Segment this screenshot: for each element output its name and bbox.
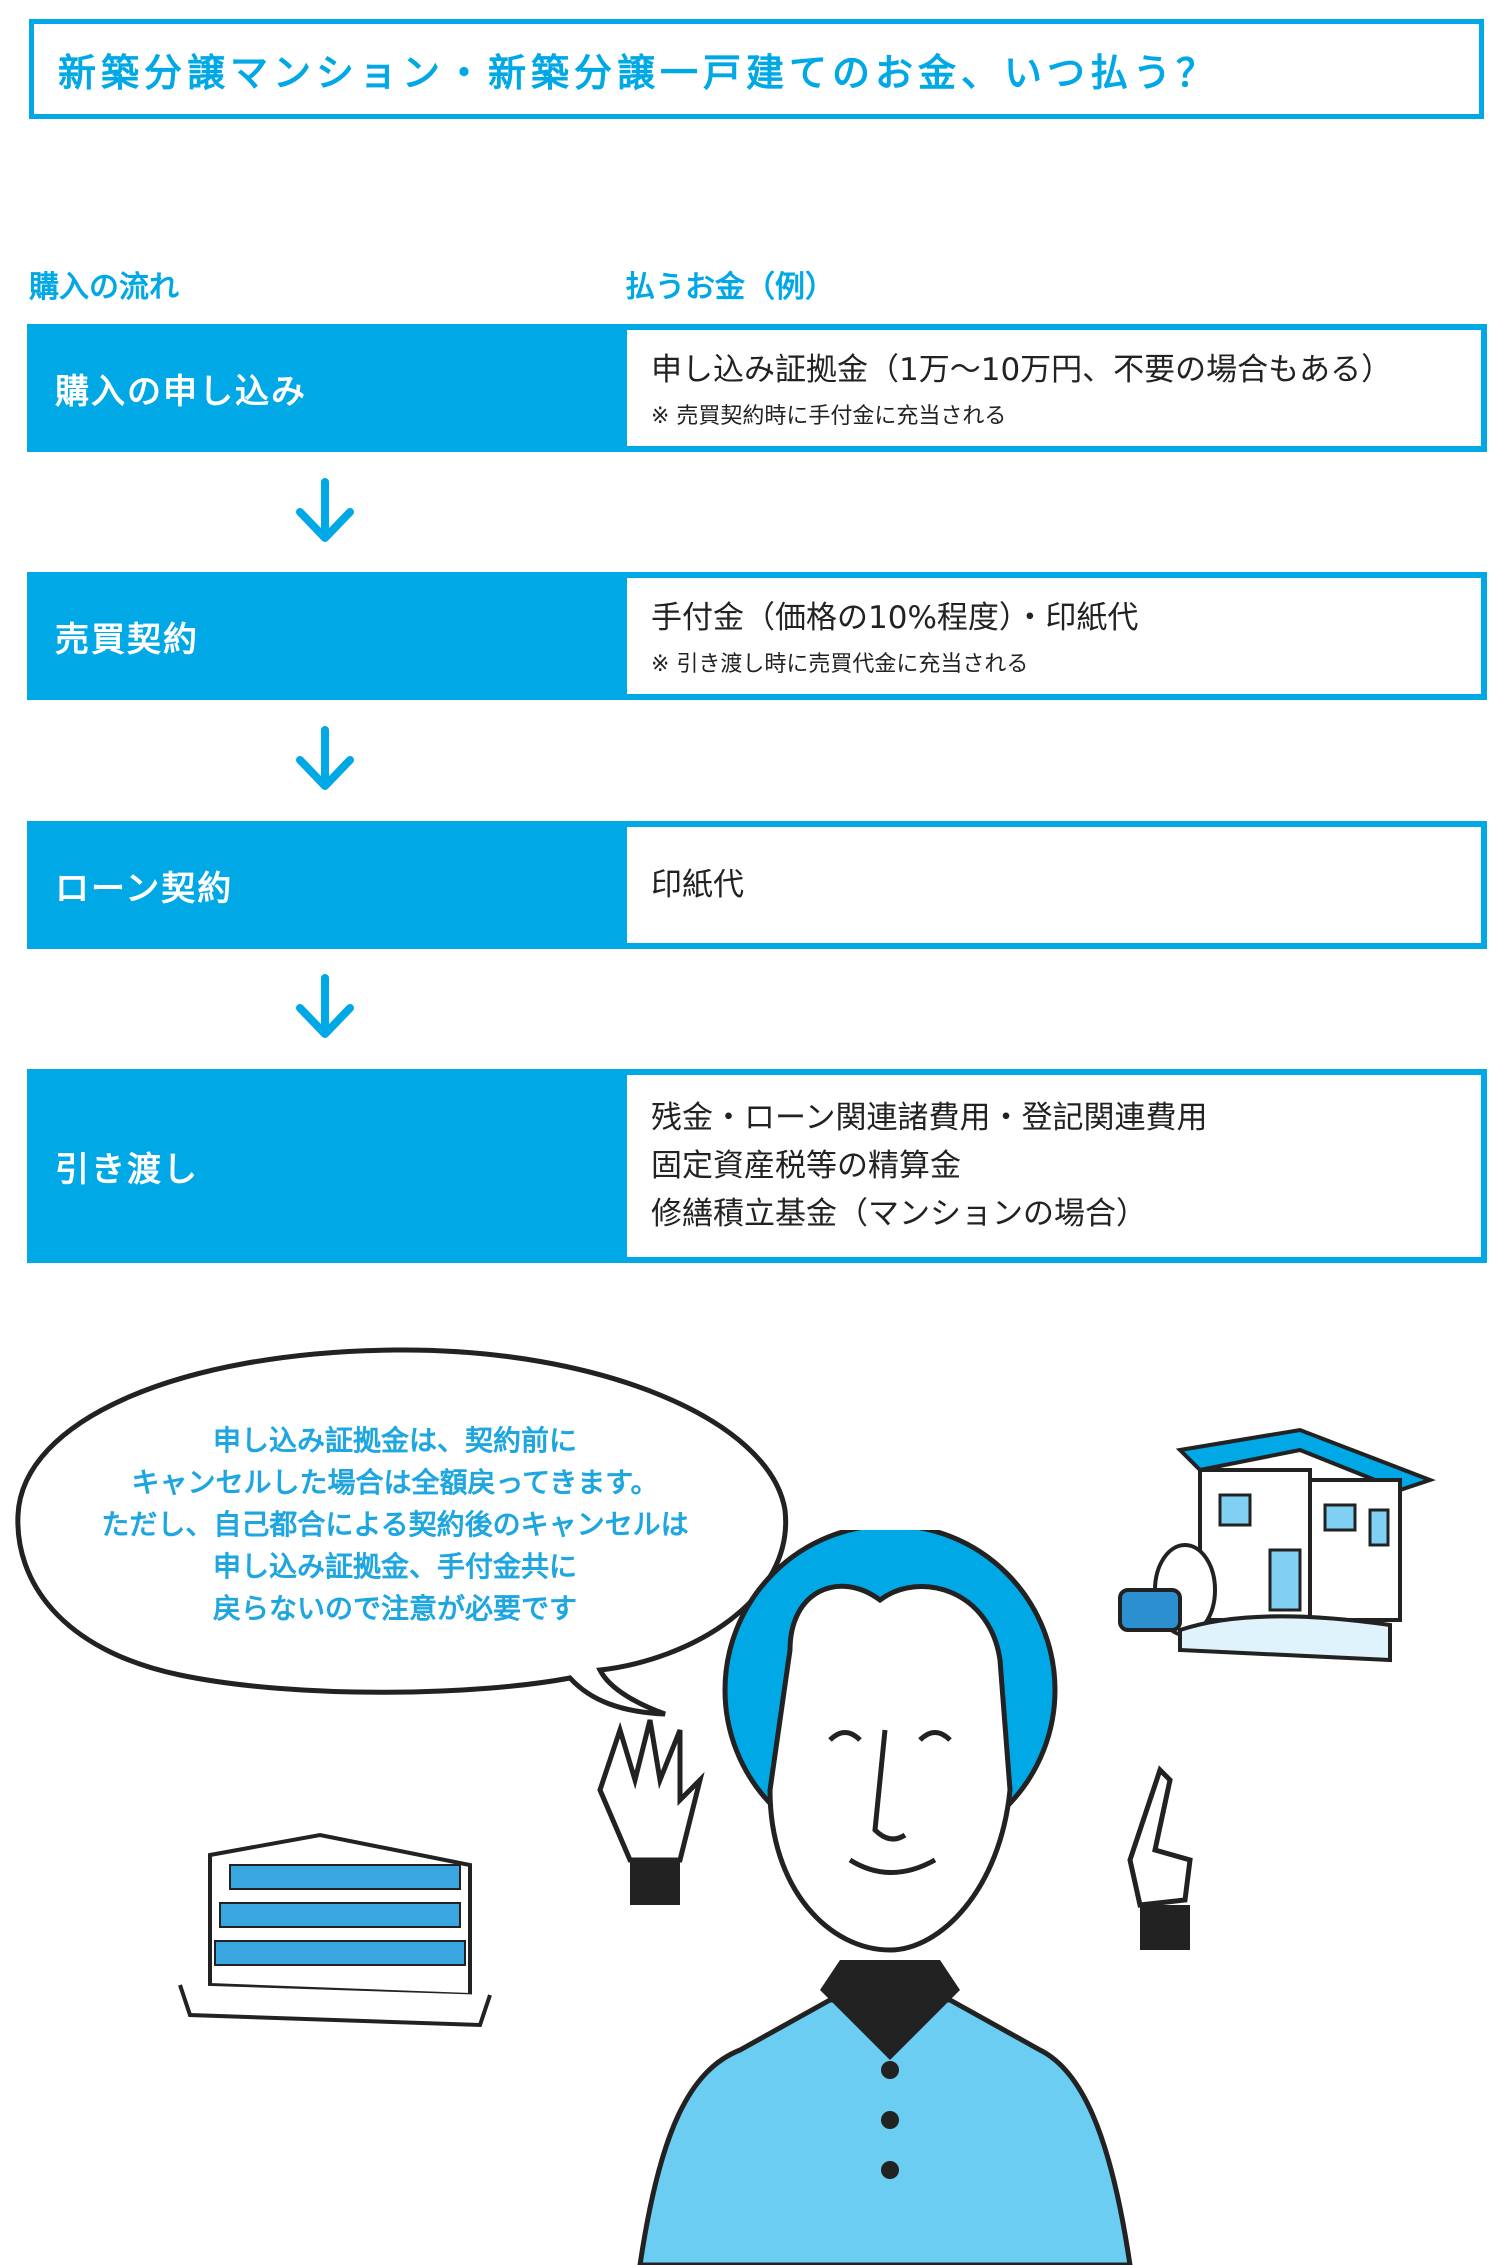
house-illustration bbox=[1118, 1427, 1436, 1663]
step-payment: 残金・ローン関連諸費用・登記関連費用 固定資産税等の精算金 修繕積立基金（マンシ… bbox=[627, 1075, 1481, 1257]
flow-header: 購入の流れ bbox=[29, 270, 179, 305]
payment-line: 手付金（価格の10%程度）・印紙代 bbox=[651, 600, 1139, 636]
step-label: 購入の申し込み bbox=[55, 371, 307, 412]
page-title: 新築分譲マンション・新築分譲一戸建てのお金、いつ払う？ bbox=[58, 50, 1220, 95]
payment-line: 修繕積立基金（マンションの場合） bbox=[651, 1196, 1147, 1232]
step-loan-contract: ローン契約 印紙代 bbox=[27, 821, 1487, 949]
payment-line: 印紙代 bbox=[651, 867, 744, 903]
speech-line: 申し込み証拠金は、契約前に bbox=[212, 1424, 577, 1457]
step-payment: 手付金（価格の10%程度）・印紙代 ※ 引き渡し時に売買代金に充当される bbox=[627, 578, 1481, 694]
step-application: 購入の申し込み 申し込み証拠金（1万〜10万円、不要の場合もある） ※ 売買契約… bbox=[27, 324, 1487, 452]
payment-note: ※ 引き渡し時に売買代金に充当される bbox=[651, 652, 1029, 677]
arrow-down-icon bbox=[296, 478, 354, 542]
payment-line: 申し込み証拠金（1万〜10万円、不要の場合もある） bbox=[651, 352, 1393, 388]
step-payment: 印紙代 bbox=[627, 827, 1481, 943]
speech-bubble bbox=[15, 1347, 789, 1717]
step-handover: 引き渡し 残金・ローン関連諸費用・登記関連費用 固定資産税等の精算金 修繕積立基… bbox=[27, 1069, 1487, 1263]
payment-line: 残金・ローン関連諸費用・登記関連費用 bbox=[651, 1100, 1208, 1136]
step-label: ローン契約 bbox=[55, 868, 234, 909]
speech-line: キャンセルした場合は全額戻ってきます。 bbox=[131, 1466, 659, 1499]
payment-line: 固定資産税等の精算金 bbox=[651, 1148, 961, 1184]
step-label: 売買契約 bbox=[55, 619, 199, 660]
speech-line: 戻らないので注意が必要です bbox=[212, 1592, 577, 1625]
step-payment: 申し込み証拠金（1万〜10万円、不要の場合もある） ※ 売買契約時に手付金に充当… bbox=[627, 330, 1481, 446]
woman-illustration bbox=[597, 1530, 1193, 2265]
payment-header: 払うお金（例） bbox=[625, 270, 835, 305]
apartment-illustration bbox=[178, 1832, 492, 2028]
speech-line: ただし、自己都合による契約後のキャンセルは bbox=[101, 1508, 689, 1541]
arrow-down-icon bbox=[296, 726, 354, 790]
step-label: 引き渡し bbox=[55, 1149, 199, 1190]
step-sales-contract: 売買契約 手付金（価格の10%程度）・印紙代 ※ 引き渡し時に売買代金に充当され… bbox=[27, 572, 1487, 700]
speech-text: 申し込み証拠金は、契約前に キャンセルした場合は全額戻ってきます。 ただし、自己… bbox=[40, 1420, 750, 1630]
speech-line: 申し込み証拠金、手付金共に bbox=[212, 1550, 577, 1583]
arrow-down-icon bbox=[296, 974, 354, 1038]
payment-note: ※ 売買契約時に手付金に充当される bbox=[651, 404, 1007, 429]
title-box: 新築分譲マンション・新築分譲一戸建てのお金、いつ払う？ bbox=[29, 19, 1484, 119]
